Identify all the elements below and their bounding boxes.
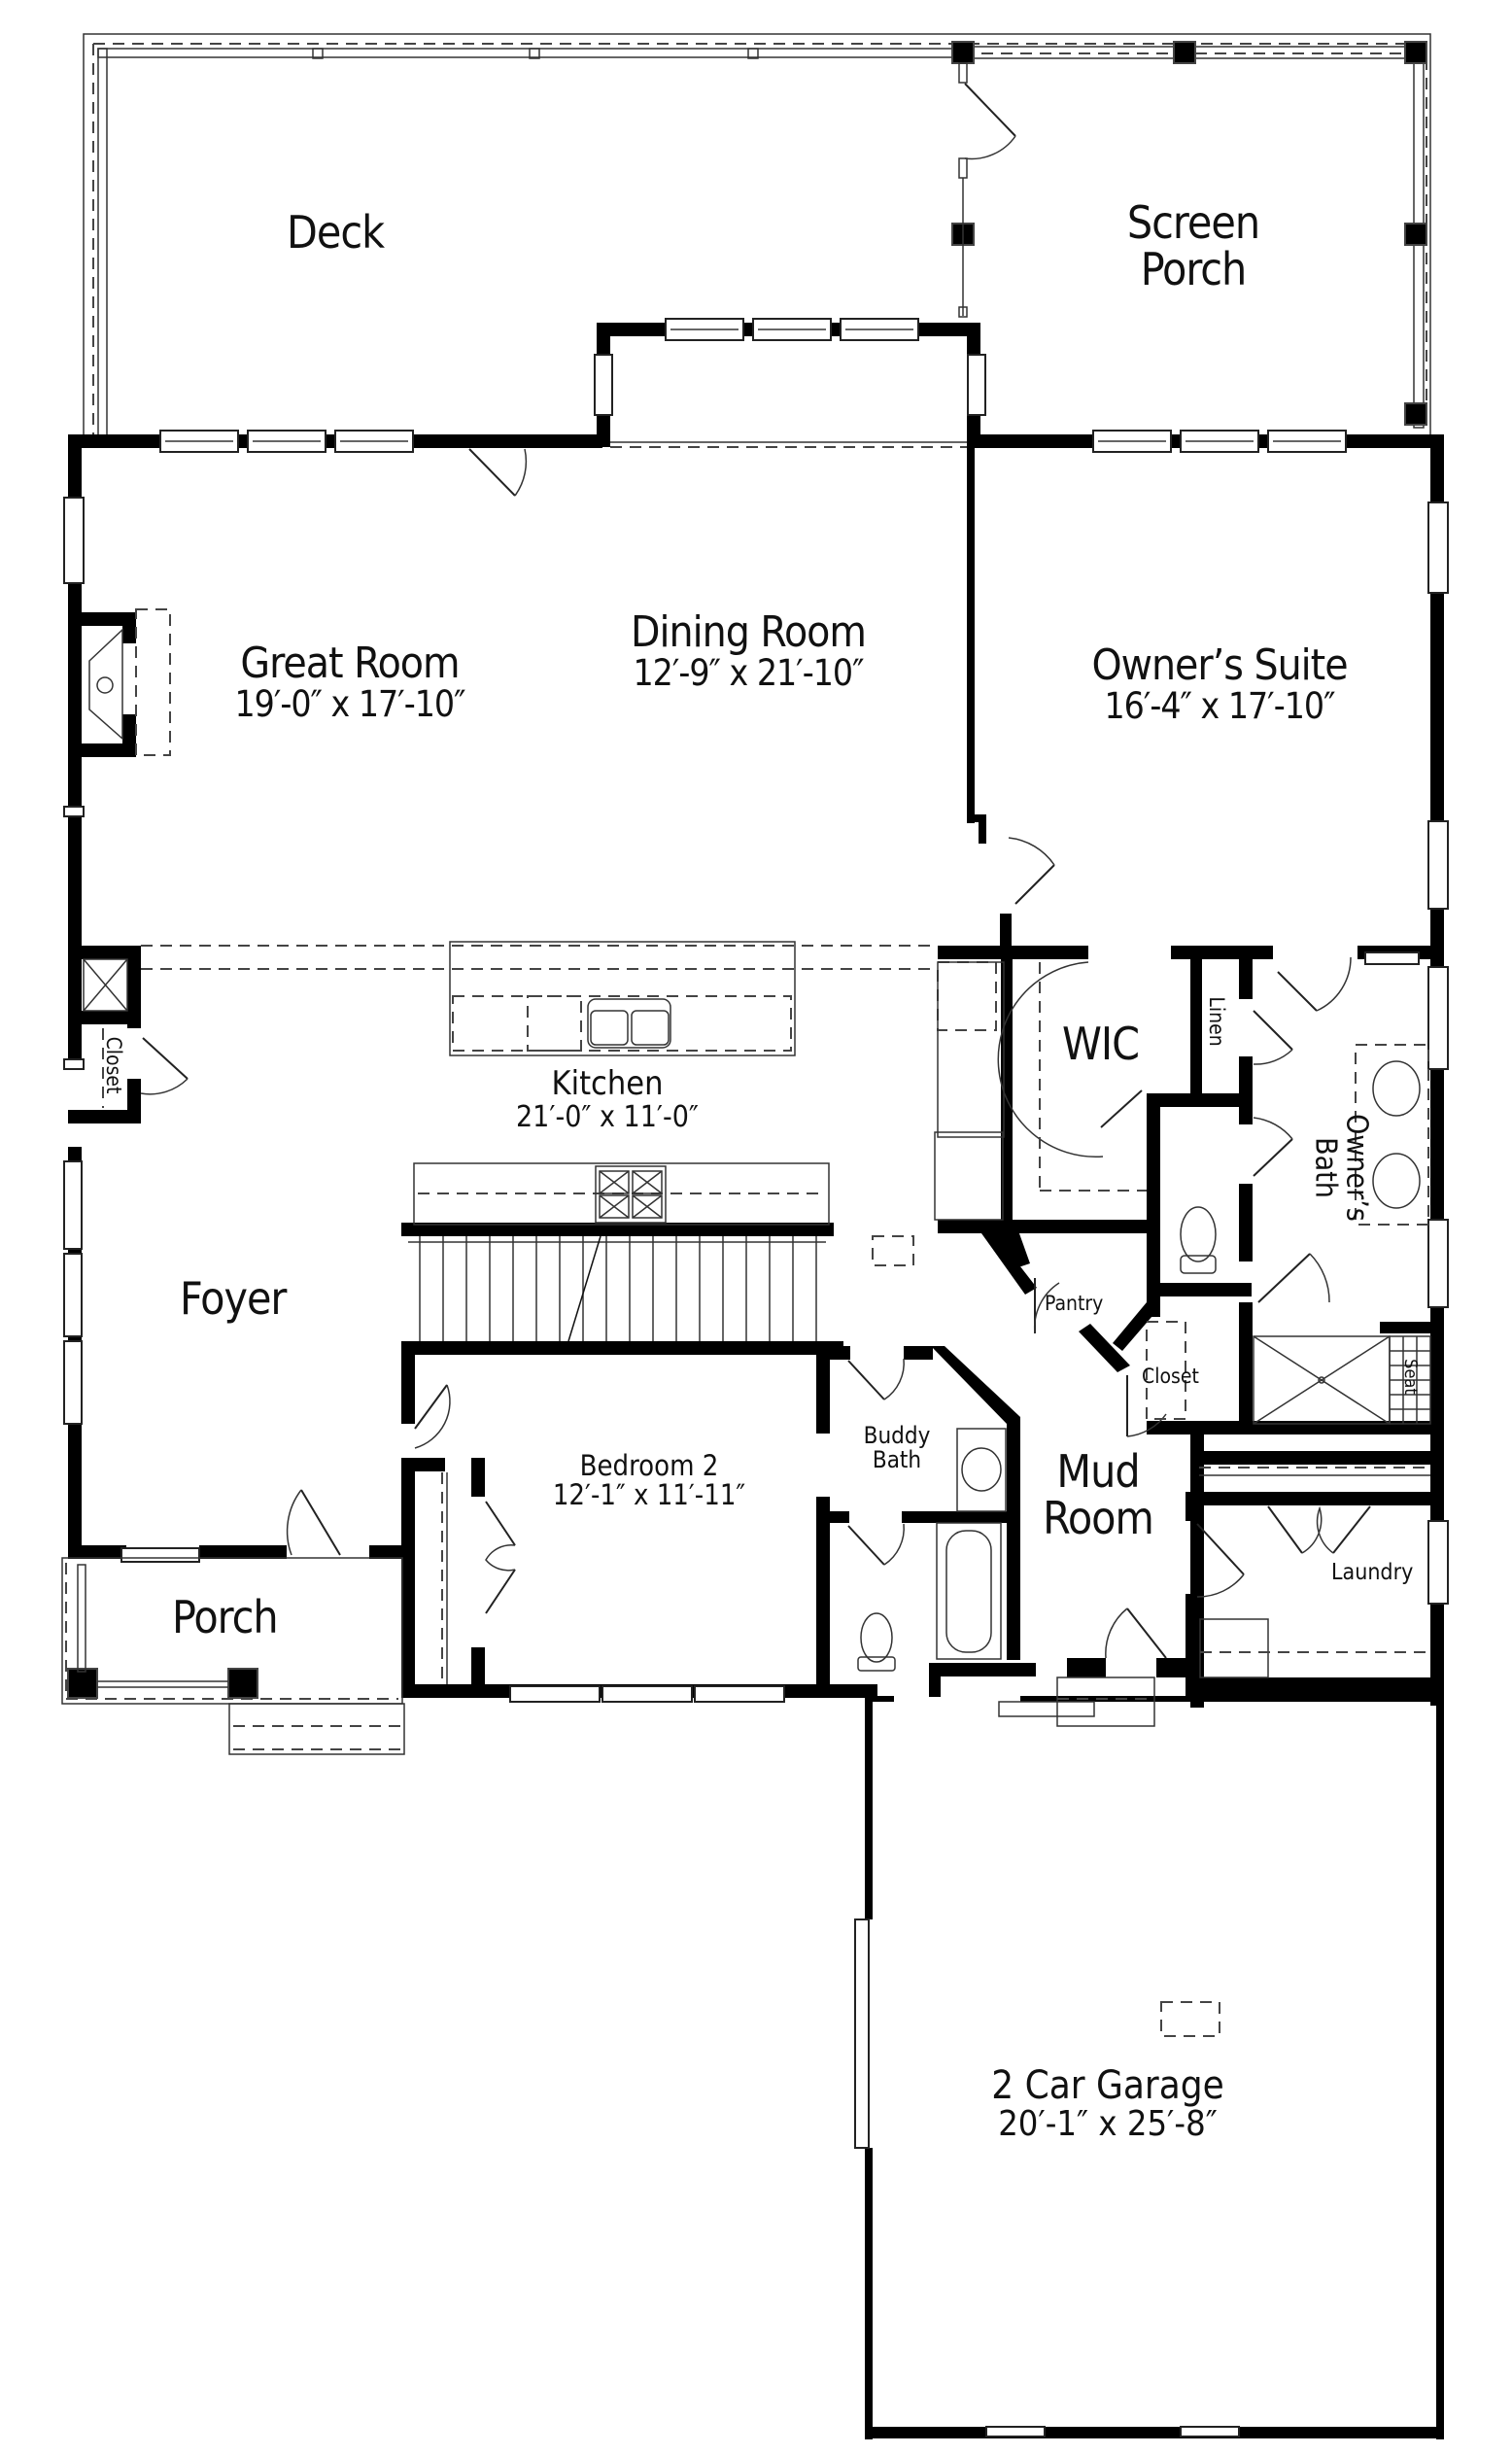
room-label-laundry: Laundry — [1331, 1560, 1414, 1585]
sink-icon — [1372, 1153, 1421, 1209]
owners-bath-line1: Owner’s — [1339, 1114, 1374, 1222]
room-label-linen: Linen — [1205, 996, 1229, 1047]
garage-dims: 20′-1″ x 25′-8″ — [998, 2104, 1218, 2144]
buddy-bath-line1: Buddy — [863, 1422, 931, 1449]
post-icon — [951, 41, 975, 64]
room-label-bedroom-2: Bedroom 2 12′-1″ x 11′-11″ — [533, 1451, 766, 1510]
bedroom-2-dims: 12′-1″ x 11′-11″ — [552, 1478, 746, 1512]
post-icon — [1173, 41, 1196, 64]
windows — [63, 318, 1449, 2437]
room-label-owners-suite: Owner’s Suite 16′-4″ x 17′-10″ — [1064, 640, 1375, 728]
room-label-buddy-bath: Buddy Bath — [853, 1422, 941, 1474]
room-label-garage: 2 Car Garage 20′-1″ x 25′-8″ — [986, 2065, 1229, 2143]
room-label-foyer-closet: Closet — [102, 1036, 126, 1094]
garage-name: 2 Car Garage — [991, 2063, 1224, 2108]
kitchen-name: Kitchen — [551, 1064, 664, 1103]
owners-bath-line2: Bath — [1309, 1137, 1343, 1198]
post-icon — [227, 1668, 258, 1699]
room-label-deck: Deck — [287, 206, 385, 259]
room-label-mud-closet: Closet — [1142, 1365, 1199, 1388]
dishwasher-icon — [527, 995, 582, 1052]
post-icon — [1404, 41, 1427, 64]
screen-porch-structure — [951, 41, 1427, 429]
room-label-kitchen: Kitchen 21′-0″ x 11′-0″ — [481, 1064, 734, 1134]
room-label-pantry: Pantry — [1045, 1292, 1104, 1315]
room-label-screen-porch: Screen Porch — [1116, 199, 1271, 294]
owners-suite-name: Owner’s Suite — [1091, 640, 1348, 690]
post-icon — [1404, 402, 1427, 426]
mud-room-line1: Mud — [1056, 1445, 1140, 1498]
kitchen-island — [449, 941, 796, 1056]
doors — [140, 448, 1371, 1659]
room-label-owners-bath: Owner’s Bath — [1309, 1081, 1374, 1256]
great-room-name: Great Room — [240, 639, 460, 688]
owners-suite-dims: 16′-4″ x 17′-10″ — [1104, 685, 1335, 728]
fixtures — [61, 446, 1431, 2037]
room-label-porch: Porch — [172, 1591, 279, 1643]
bedroom-2-name: Bedroom 2 — [579, 1449, 719, 1482]
room-label-wic: WIC — [1062, 1018, 1140, 1070]
sink-icon — [961, 1447, 1002, 1492]
sink-icon — [587, 998, 671, 1049]
screen-porch-line1: Screen — [1126, 196, 1260, 249]
bathtub-icon — [945, 1530, 992, 1653]
sink-icon — [1372, 1060, 1421, 1117]
great-room-dims: 19′-0″ x 17′-10″ — [234, 683, 465, 726]
room-label-dining-room: Dining Room 12′-9″ x 21′-10″ — [602, 607, 894, 695]
kitchen-dims: 21′-0″ x 11′-0″ — [516, 1099, 699, 1134]
room-label-mud-room: Mud Room — [1025, 1448, 1171, 1542]
cooktop-icon — [595, 1165, 667, 1224]
screen-door — [964, 83, 1016, 137]
buddy-bath-line2: Bath — [872, 1446, 922, 1474]
post-icon — [1404, 223, 1427, 246]
screen-porch-line2: Porch — [1140, 243, 1248, 296]
mud-room-line2: Room — [1043, 1492, 1154, 1545]
toilet-icon — [1180, 1206, 1217, 1262]
toilet-icon — [860, 1612, 893, 1663]
room-label-seat: Seat — [1399, 1359, 1421, 1395]
post-icon — [67, 1668, 98, 1699]
room-label-great-room: Great Room 19′-0″ x 17′-10″ — [219, 639, 481, 726]
fireplace-icon — [88, 628, 123, 741]
dining-room-dims: 12′-9″ x 21′-10″ — [633, 652, 864, 695]
stairs — [408, 1235, 826, 1342]
dining-room-name: Dining Room — [631, 607, 867, 657]
room-label-foyer: Foyer — [180, 1272, 287, 1325]
